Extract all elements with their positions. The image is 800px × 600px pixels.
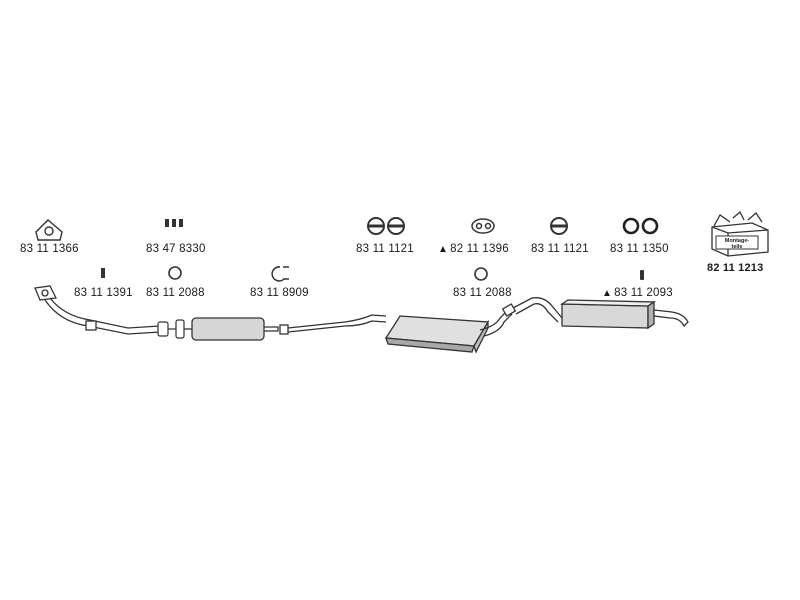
part-number-seal-ring-a: 83 11 1121	[356, 243, 414, 255]
rear-hanger-icon	[640, 270, 644, 280]
middle-pipe	[279, 314, 387, 335]
ring-icon	[168, 266, 182, 280]
bolt-set-icon	[165, 219, 183, 227]
clamp-icon	[271, 266, 289, 282]
triangle-marker-rear: ▲	[602, 288, 613, 299]
seal-ring-icon	[550, 217, 568, 235]
part-number-o-rings: 83 11 1350	[610, 243, 669, 255]
flange-gasket-icon	[35, 219, 63, 241]
ring-icon-b	[474, 267, 488, 281]
part-number-mounting-kit: 82 11 1213	[707, 262, 764, 274]
tailpipe	[653, 309, 689, 328]
o-rings-icon	[622, 217, 659, 235]
triangle-marker: ▲	[438, 244, 449, 255]
pipe-joint	[157, 319, 185, 339]
part-number-clamp: 83 11 8909	[250, 287, 309, 299]
stud-icon	[101, 268, 105, 278]
front-muffler	[184, 317, 279, 341]
center-muffler	[384, 315, 490, 354]
front-pipe	[34, 285, 161, 335]
kit-box-text-2: teile	[731, 244, 742, 250]
part-number-seal-ring-b: 83 11 1121	[531, 243, 589, 255]
seal-ring-pair-icon	[367, 217, 405, 235]
part-number-ring-a: 83 11 2088	[146, 287, 205, 299]
part-number-rear-hanger-value: 83 11 2093	[614, 287, 673, 299]
mounting-kit-box-icon	[711, 210, 769, 257]
part-number-rubber-hanger-value: 82 11 1396	[450, 243, 509, 255]
rubber-hanger-icon	[471, 218, 495, 234]
part-number-bolts: 83 47 8330	[146, 243, 206, 255]
kit-box-text-1: Montage-	[725, 238, 750, 244]
connecting-pipe	[479, 297, 563, 337]
rear-muffler	[559, 299, 657, 330]
part-number-rubber-hanger: ▲82 11 1396	[438, 243, 509, 255]
part-number-flange-gasket: 83 11 1366	[20, 243, 79, 255]
part-number-stud: 83 11 1391	[74, 287, 133, 299]
part-number-rear-hanger: ▲83 11 2093	[602, 287, 673, 299]
part-number-ring-b: 83 11 2088	[453, 287, 512, 299]
